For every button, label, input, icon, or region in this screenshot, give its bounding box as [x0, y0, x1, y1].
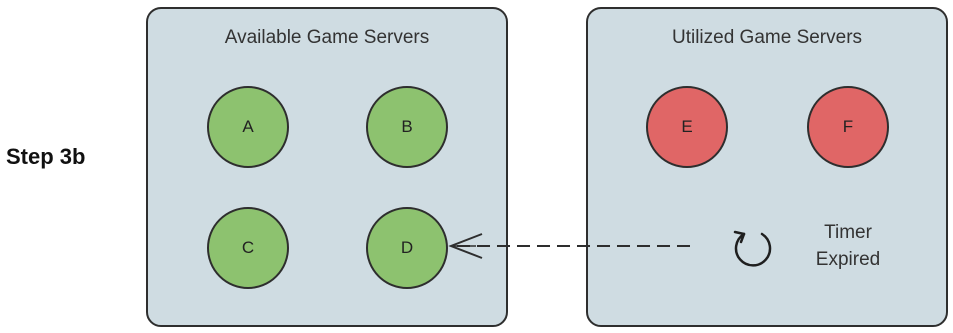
available-servers-title: Available Game Servers: [224, 27, 430, 48]
refresh-icon: [733, 230, 772, 267]
timer-label-line2: Expired: [815, 249, 881, 270]
utilized-servers-title: Utilized Game Servers: [671, 27, 863, 48]
step-label: Step 3b: [6, 144, 86, 169]
available-servers-panel: Available Game Servers: [146, 7, 508, 327]
server-node-b: B: [366, 86, 448, 168]
server-node-c: C: [207, 207, 289, 289]
utilized-servers-panel: Utilized Game Servers: [586, 7, 948, 327]
server-node-a: A: [207, 86, 289, 168]
server-node-d: D: [366, 207, 448, 289]
timer-expired-label: Timer Expired: [798, 219, 898, 273]
server-node-e: E: [646, 86, 728, 168]
server-node-f: F: [807, 86, 889, 168]
timer-label-line1: Timer: [824, 222, 872, 243]
